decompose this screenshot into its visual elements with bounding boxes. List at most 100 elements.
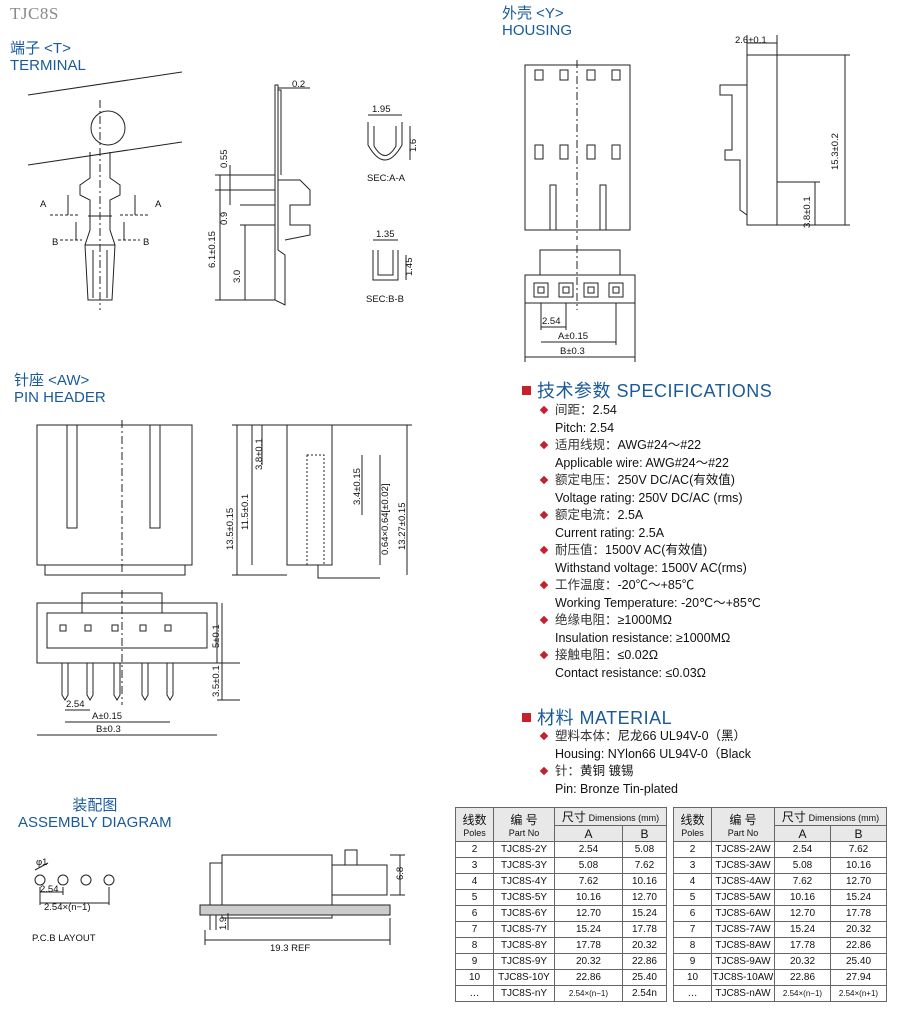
housing-title-en: HOUSING — [502, 22, 573, 39]
asm-dim-phi: φ1 — [36, 857, 47, 868]
assembly-drawing: φ1 2.54 2.54×(n−1) P.C.B LAYOUT 6.8 19.3… — [32, 849, 406, 954]
section-b-right: B — [143, 237, 149, 248]
table-cell: 15.24 — [554, 921, 623, 938]
sec-b-label: SEC:B-B — [366, 294, 404, 305]
table-cell: TJC8S-9AW — [711, 953, 775, 970]
asm-dim-ref: 19.3 REF — [270, 943, 310, 954]
table-cell: 7.62 — [830, 841, 887, 858]
asm-dim-h: 6.8 — [395, 867, 406, 880]
table-cell: 7.62 — [621, 857, 668, 874]
col-a: A — [554, 825, 623, 842]
table-cell: TJC8S-nAW — [711, 985, 775, 1002]
table-cell: 20.32 — [621, 937, 668, 954]
table-cell: TJC8S-5Y — [493, 889, 555, 906]
table-cell: 9 — [455, 953, 494, 970]
housing-dim-height: 15.3±0.2 — [830, 133, 841, 170]
table-cell: 20.32 — [554, 953, 623, 970]
diamond-icon — [539, 731, 549, 741]
pcb-layout-label: P.C.B LAYOUT — [32, 933, 96, 944]
pin-dim-5: 5±0.1 — [211, 624, 222, 648]
table-cell: TJC8S-10AW — [711, 969, 775, 986]
dim-total: 6.1±0.15 — [207, 231, 218, 268]
table-cell: TJC8S-nY — [493, 985, 555, 1002]
col-b: B — [830, 825, 887, 842]
table-cell: TJC8S-3AW — [711, 857, 775, 874]
terminal-title: 端子 <T> TERMINAL — [10, 40, 86, 74]
table-cell: 10.16 — [554, 889, 623, 906]
diamond-icon — [539, 650, 549, 660]
spec-bullet-square — [522, 386, 531, 395]
spec-heading-en: SPECIFICATIONS — [616, 381, 773, 401]
table-cell: 6 — [455, 905, 494, 922]
diamond-icon — [539, 545, 549, 555]
table-cell: TJC8S-9Y — [493, 953, 555, 970]
pin-dim-b: B±0.3 — [96, 724, 121, 735]
dim-secb-height: 1.45 — [404, 258, 415, 277]
table-cell: 10.16 — [830, 857, 887, 874]
pin-dim-pin: 0.64×0.64[±0.02] — [380, 483, 391, 555]
table-cell: TJC8S-3Y — [493, 857, 555, 874]
table-cell: 7 — [673, 921, 712, 938]
spec-heading-cn: 技术参数 — [537, 381, 611, 401]
table-cell: 2.54 — [554, 841, 623, 858]
table-cell: TJC8S-8Y — [493, 937, 555, 954]
dim-09: 0.9 — [219, 212, 230, 225]
table-cell: 22.86 — [554, 969, 623, 986]
col-dim: 尺寸 Dimensions (mm) — [554, 807, 667, 826]
pin-dim-h4: 3.4±0.15 — [352, 468, 363, 505]
table-cell: TJC8S-8AW — [711, 937, 775, 954]
table-cell: 10 — [673, 969, 712, 986]
table-cell: 5.08 — [621, 841, 668, 858]
asm-dim-pitch: 2.54 — [40, 884, 59, 895]
spec-item: 耐压值：1500V AC(有效值)Withstand voltage: 1500… — [539, 542, 881, 577]
housing-dim-a: A±0.15 — [558, 331, 588, 342]
table-cell: 15.24 — [830, 889, 887, 906]
col-a: A — [774, 825, 831, 842]
table-cell: 3 — [455, 857, 494, 874]
table-cell: 17.78 — [621, 921, 668, 938]
material-heading: 材料 MATERIAL — [522, 704, 672, 730]
housing-dim-lower: 3.8±0.1 — [802, 196, 813, 228]
asm-dim-span: 2.54×(n−1) — [44, 902, 90, 913]
table-cell: 10 — [455, 969, 494, 986]
diamond-icon — [539, 766, 549, 776]
table-cell: 2.54×(n+1) — [830, 985, 887, 1002]
table-cell: 12.70 — [554, 905, 623, 922]
table-cell: … — [455, 985, 494, 1002]
sec-a-label: SEC:A-A — [367, 173, 406, 184]
pin-dim-35: 3.5±0.1 — [211, 665, 222, 697]
dim-055: 0.55 — [219, 150, 230, 169]
housing-dim-b: B±0.3 — [560, 346, 585, 357]
material-item: 塑料本体：尼龙66 UL94V-0（黑）Housing: NYlon66 UL9… — [539, 728, 881, 763]
table-cell: 3 — [673, 857, 712, 874]
diamond-icon — [539, 580, 549, 590]
housing-title-cn: 外壳 <Y> — [502, 5, 564, 22]
table-cell: TJC8S-5AW — [711, 889, 775, 906]
table-cell: TJC8S-6AW — [711, 905, 775, 922]
pin-header-drawing: 13.5±0.15 11.5±0.1 3.8±0.1 3.4±0.15 0.64… — [36, 420, 412, 736]
table-cell: 17.78 — [830, 905, 887, 922]
table-cell: 2 — [673, 841, 712, 858]
table-cell: 22.86 — [774, 969, 831, 986]
table-cell: TJC8S-4AW — [711, 873, 775, 890]
table-cell: 2.54n — [621, 985, 668, 1002]
